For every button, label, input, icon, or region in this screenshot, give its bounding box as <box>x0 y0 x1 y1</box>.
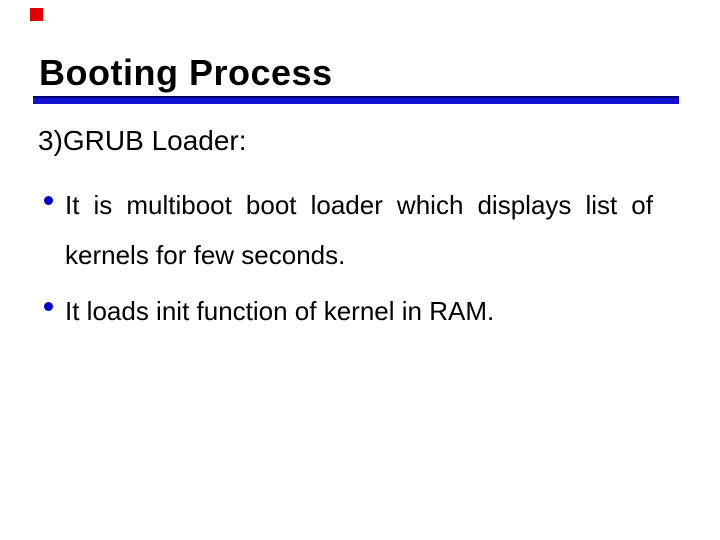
bullet-line: It is multiboot boot loader which displa… <box>65 190 653 220</box>
bullet-list: It is multiboot boot loader which displa… <box>40 180 670 336</box>
bullet-dot-icon <box>44 196 53 205</box>
bullet-text: It is multiboot boot loader which displa… <box>65 180 653 280</box>
bullet-dot-icon <box>44 302 53 311</box>
title-underline-rule <box>33 96 679 104</box>
section-heading: 3)GRUB Loader: <box>38 125 247 156</box>
list-item: It loads init function of kernel in RAM. <box>40 286 670 336</box>
red-corner-marker <box>30 8 43 21</box>
list-item: It is multiboot boot loader which displa… <box>40 180 670 280</box>
bullet-line: It loads init function of kernel in RAM. <box>65 296 495 326</box>
bullet-text: It loads init function of kernel in RAM. <box>65 286 653 336</box>
bullet-line: kernels for few seconds. <box>65 240 346 270</box>
slide-title: Booting Process <box>39 52 333 93</box>
